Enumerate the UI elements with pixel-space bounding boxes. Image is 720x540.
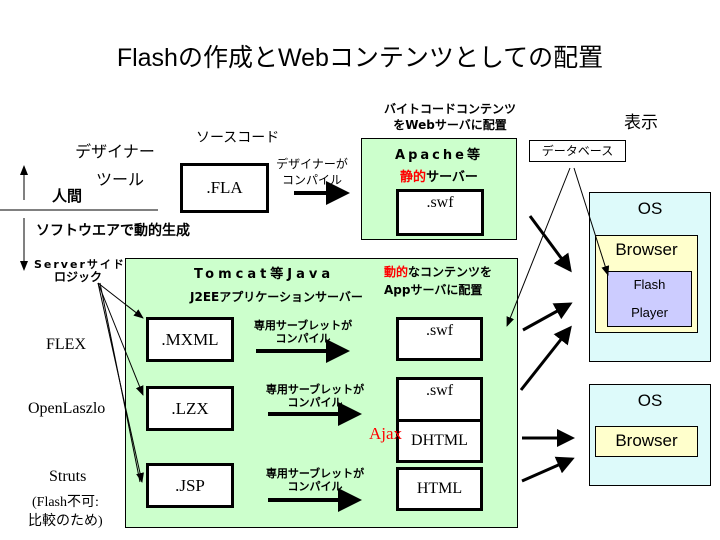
apache-title: Apache等 — [395, 148, 483, 163]
apache-server-box: Apache等 静的サーバー .swf — [361, 138, 517, 240]
apache-swf-label: .swf — [426, 194, 454, 211]
human-label: 人間 — [52, 187, 83, 205]
dynamic-label: 動的 — [384, 265, 409, 279]
apache-to-client1-arrow — [528, 215, 572, 273]
designer-compile-label: デザイナーが コンパイル — [272, 156, 352, 188]
lzx-compile-label: 専用サーブレットが コンパイル — [260, 383, 370, 409]
tomcat-subtitle: J2EEアプリケーションサーバー — [190, 290, 363, 304]
lzx-compile-line1: 専用サーブレットが — [265, 383, 365, 396]
lzx-dhtml-label: DHTML — [411, 432, 468, 449]
mxml-label: .MXML — [161, 330, 219, 349]
lzx-dhtml-box: DHTML — [396, 419, 483, 463]
designer-tool-label: デザイナー ツール — [60, 138, 170, 190]
mxml-source-box: .MXML — [146, 317, 234, 362]
software-generation-label: ソフトウエアで動的生成 — [36, 223, 190, 239]
framework-flex: FLEX — [46, 336, 86, 353]
jsp-label: .JSP — [175, 476, 205, 495]
jsp-source-box: .JSP — [146, 463, 234, 508]
tomcat-html-to-client2-arrow — [521, 456, 575, 483]
client-os-label-1: OS — [637, 199, 663, 218]
fla-file-box: .FLA — [180, 163, 269, 213]
apache-swf-box: .swf — [396, 189, 484, 236]
apache-static-label: 静的 — [400, 170, 427, 185]
lzx-swf-box: .swf — [396, 377, 483, 422]
tomcat-lzx-to-client1-arrow — [519, 325, 572, 391]
flash-player-line1: Flash — [633, 277, 666, 292]
client-browser-box-1: Browser Flash Player — [595, 235, 698, 333]
designer-compile-line1: デザイナーが — [276, 157, 348, 171]
client-browser-label-1: Browser — [615, 240, 678, 259]
bytecode-deploy-label: バイトコードコンテンツ をWebサーバに配置 — [375, 101, 525, 133]
lzx-compile-line2: コンパイル — [287, 396, 343, 409]
server-side-label: Serverサイド — [34, 258, 126, 271]
struts-note-line1: (Flash不可: — [32, 495, 99, 510]
lzx-label: .LZX — [171, 399, 209, 418]
dynamic-rest: なコンテンツを — [408, 265, 493, 279]
designer-tool-line1: デザイナー — [75, 142, 155, 161]
jsp-html-label: HTML — [416, 480, 463, 497]
ajax-label: Ajax — [369, 424, 403, 443]
lzx-swf-label: .swf — [425, 382, 454, 399]
client-browser-box-2: Browser — [595, 426, 698, 457]
tomcat-swf-to-client1-arrow — [522, 302, 573, 332]
mxml-compile-label: 専用サーブレットが コンパイル — [248, 319, 358, 345]
jsp-compile-label: 専用サーブレットが コンパイル — [260, 467, 370, 493]
source-code-label: ソースコード — [196, 130, 280, 146]
bytecode-deploy-line1: バイトコードコンテンツ — [383, 102, 516, 116]
designer-compile-line2: コンパイル — [281, 173, 342, 187]
mxml-compile-line2: コンパイル — [275, 332, 331, 345]
diagram-title: Flashの作成とWebコンテンツとしての配置 — [116, 44, 604, 72]
framework-struts: Struts — [49, 468, 87, 485]
dynamic-deploy-line2: Appサーバに配置 — [384, 283, 483, 297]
flash-player-box: Flash Player — [607, 271, 692, 327]
tomcat-title: Tomcat等Java — [194, 267, 335, 282]
mxml-compile-line1: 専用サーブレットが — [253, 319, 353, 332]
dynamic-deploy-line1: 動的なコンテンツを — [384, 263, 492, 280]
apache-server-label: サーバー — [426, 170, 478, 185]
struts-note-line2: 比較のため) — [28, 514, 103, 529]
jsp-compile-line1: 専用サーブレットが — [265, 467, 365, 480]
jsp-compile-line2: コンパイル — [287, 480, 343, 493]
database-box: データベース — [529, 140, 626, 162]
flash-player-line2: Player — [631, 305, 668, 320]
lzx-source-box: .LZX — [146, 386, 234, 431]
client-os-box-1: OS Browser Flash Player — [589, 192, 711, 362]
tomcat-server-box: Tomcat等Java J2EEアプリケーションサーバー 動的なコンテンツを A… — [125, 258, 518, 528]
apache-subtitle: 静的サーバー — [362, 166, 516, 185]
client-browser-label-2: Browser — [615, 431, 678, 450]
client-os-box-2: OS Browser — [589, 384, 711, 486]
mxml-swf-box: .swf — [396, 317, 483, 361]
jsp-html-box: HTML — [396, 467, 483, 511]
display-label: 表示 — [624, 113, 658, 133]
client-os-label-2: OS — [637, 391, 663, 410]
logic-label: ロジック — [54, 270, 103, 284]
bytecode-deploy-line2: をWebサーバに配置 — [393, 118, 507, 132]
framework-openlaszlo: OpenLaszlo — [28, 400, 106, 417]
designer-tool-line2: ツール — [95, 170, 144, 189]
fla-file-label: .FLA — [206, 178, 243, 197]
mxml-swf-label: .swf — [425, 322, 454, 339]
